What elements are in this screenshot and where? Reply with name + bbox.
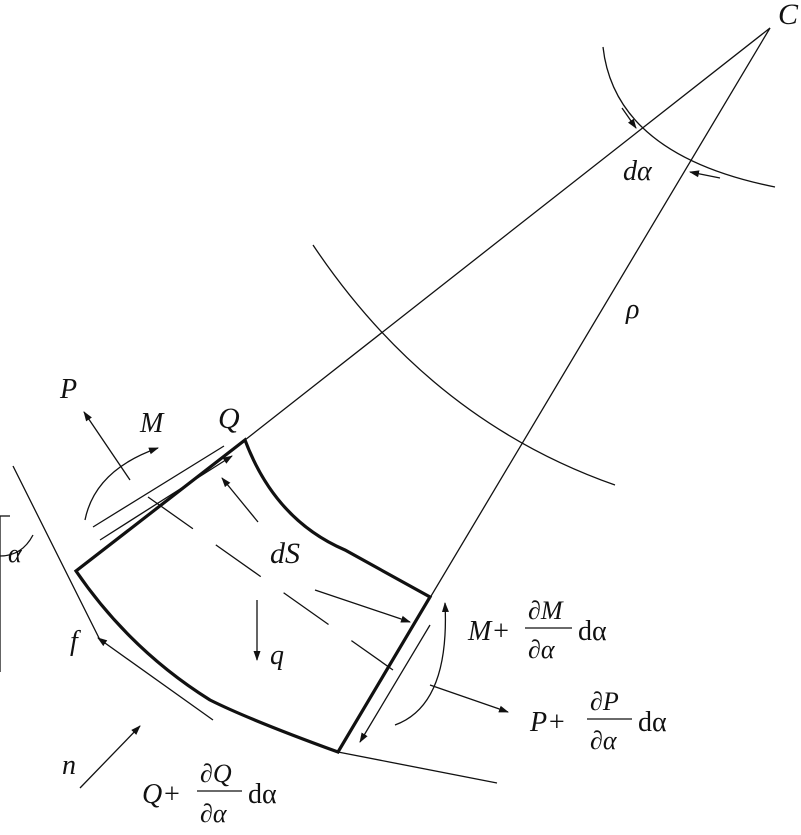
- alpha-arc: [0, 534, 34, 557]
- label-normal-n: n: [62, 750, 76, 781]
- label-friction-f: f: [70, 626, 81, 657]
- expr-moment-increment: M+ ∂M ∂α dα: [467, 596, 607, 664]
- expr-force-increment: P+ ∂P ∂α dα: [529, 687, 667, 755]
- expr-shear-increment: Q+ ∂Q ∂α dα: [142, 759, 277, 828]
- moment-m-right-arrow: [394, 602, 449, 726]
- label-load-q: q: [270, 640, 284, 671]
- svg-text:∂Q: ∂Q: [200, 759, 232, 788]
- label-moment-m: M: [139, 408, 165, 439]
- curvature-arc: [312, 244, 616, 486]
- label-arc-ds: dS: [270, 537, 300, 570]
- normal-arrow: [79, 725, 141, 789]
- svg-text:Q+: Q+: [142, 779, 181, 810]
- shear-q-arrow: [99, 455, 233, 541]
- svg-text:∂P: ∂P: [590, 687, 619, 716]
- dashed-center-line: [147, 496, 394, 671]
- label-shear-q: Q: [218, 402, 240, 435]
- svg-text:dα: dα: [248, 779, 277, 810]
- force-p-right-arrow: [429, 684, 509, 713]
- label-radius-rho: ρ: [625, 294, 639, 325]
- angle-arc: [602, 46, 776, 188]
- svg-text:M+: M+: [467, 616, 510, 647]
- shear-q-line-a: [92, 445, 225, 528]
- shear-q-right-arrow: [359, 624, 431, 743]
- svg-text:dα: dα: [638, 707, 667, 738]
- svg-text:∂α: ∂α: [200, 799, 228, 828]
- svg-text:∂α: ∂α: [528, 635, 556, 664]
- radial-line-left: [244, 27, 771, 441]
- element-outline: [73, 437, 433, 754]
- label-slope-alpha: α: [8, 539, 23, 568]
- friction-arrow: [97, 637, 214, 721]
- arc-arrow-down: [314, 589, 411, 623]
- tangent-line-lower: [337, 751, 498, 784]
- svg-text:∂α: ∂α: [590, 726, 618, 755]
- svg-text:dα: dα: [578, 616, 607, 647]
- label-angle-d-alpha: dα: [623, 156, 653, 187]
- label-center-c: C: [778, 0, 799, 31]
- tangent-line: [12, 465, 101, 641]
- angle-arrow-right: [689, 170, 721, 179]
- label-force-p: P: [59, 374, 77, 405]
- arc-arrow-up: [221, 477, 259, 523]
- angle-arrow-left: [621, 107, 637, 129]
- force-p-arrow: [83, 411, 131, 481]
- svg-text:P+: P+: [529, 707, 566, 738]
- svg-text:∂M: ∂M: [528, 596, 564, 625]
- moment-m-arrow: [84, 447, 159, 521]
